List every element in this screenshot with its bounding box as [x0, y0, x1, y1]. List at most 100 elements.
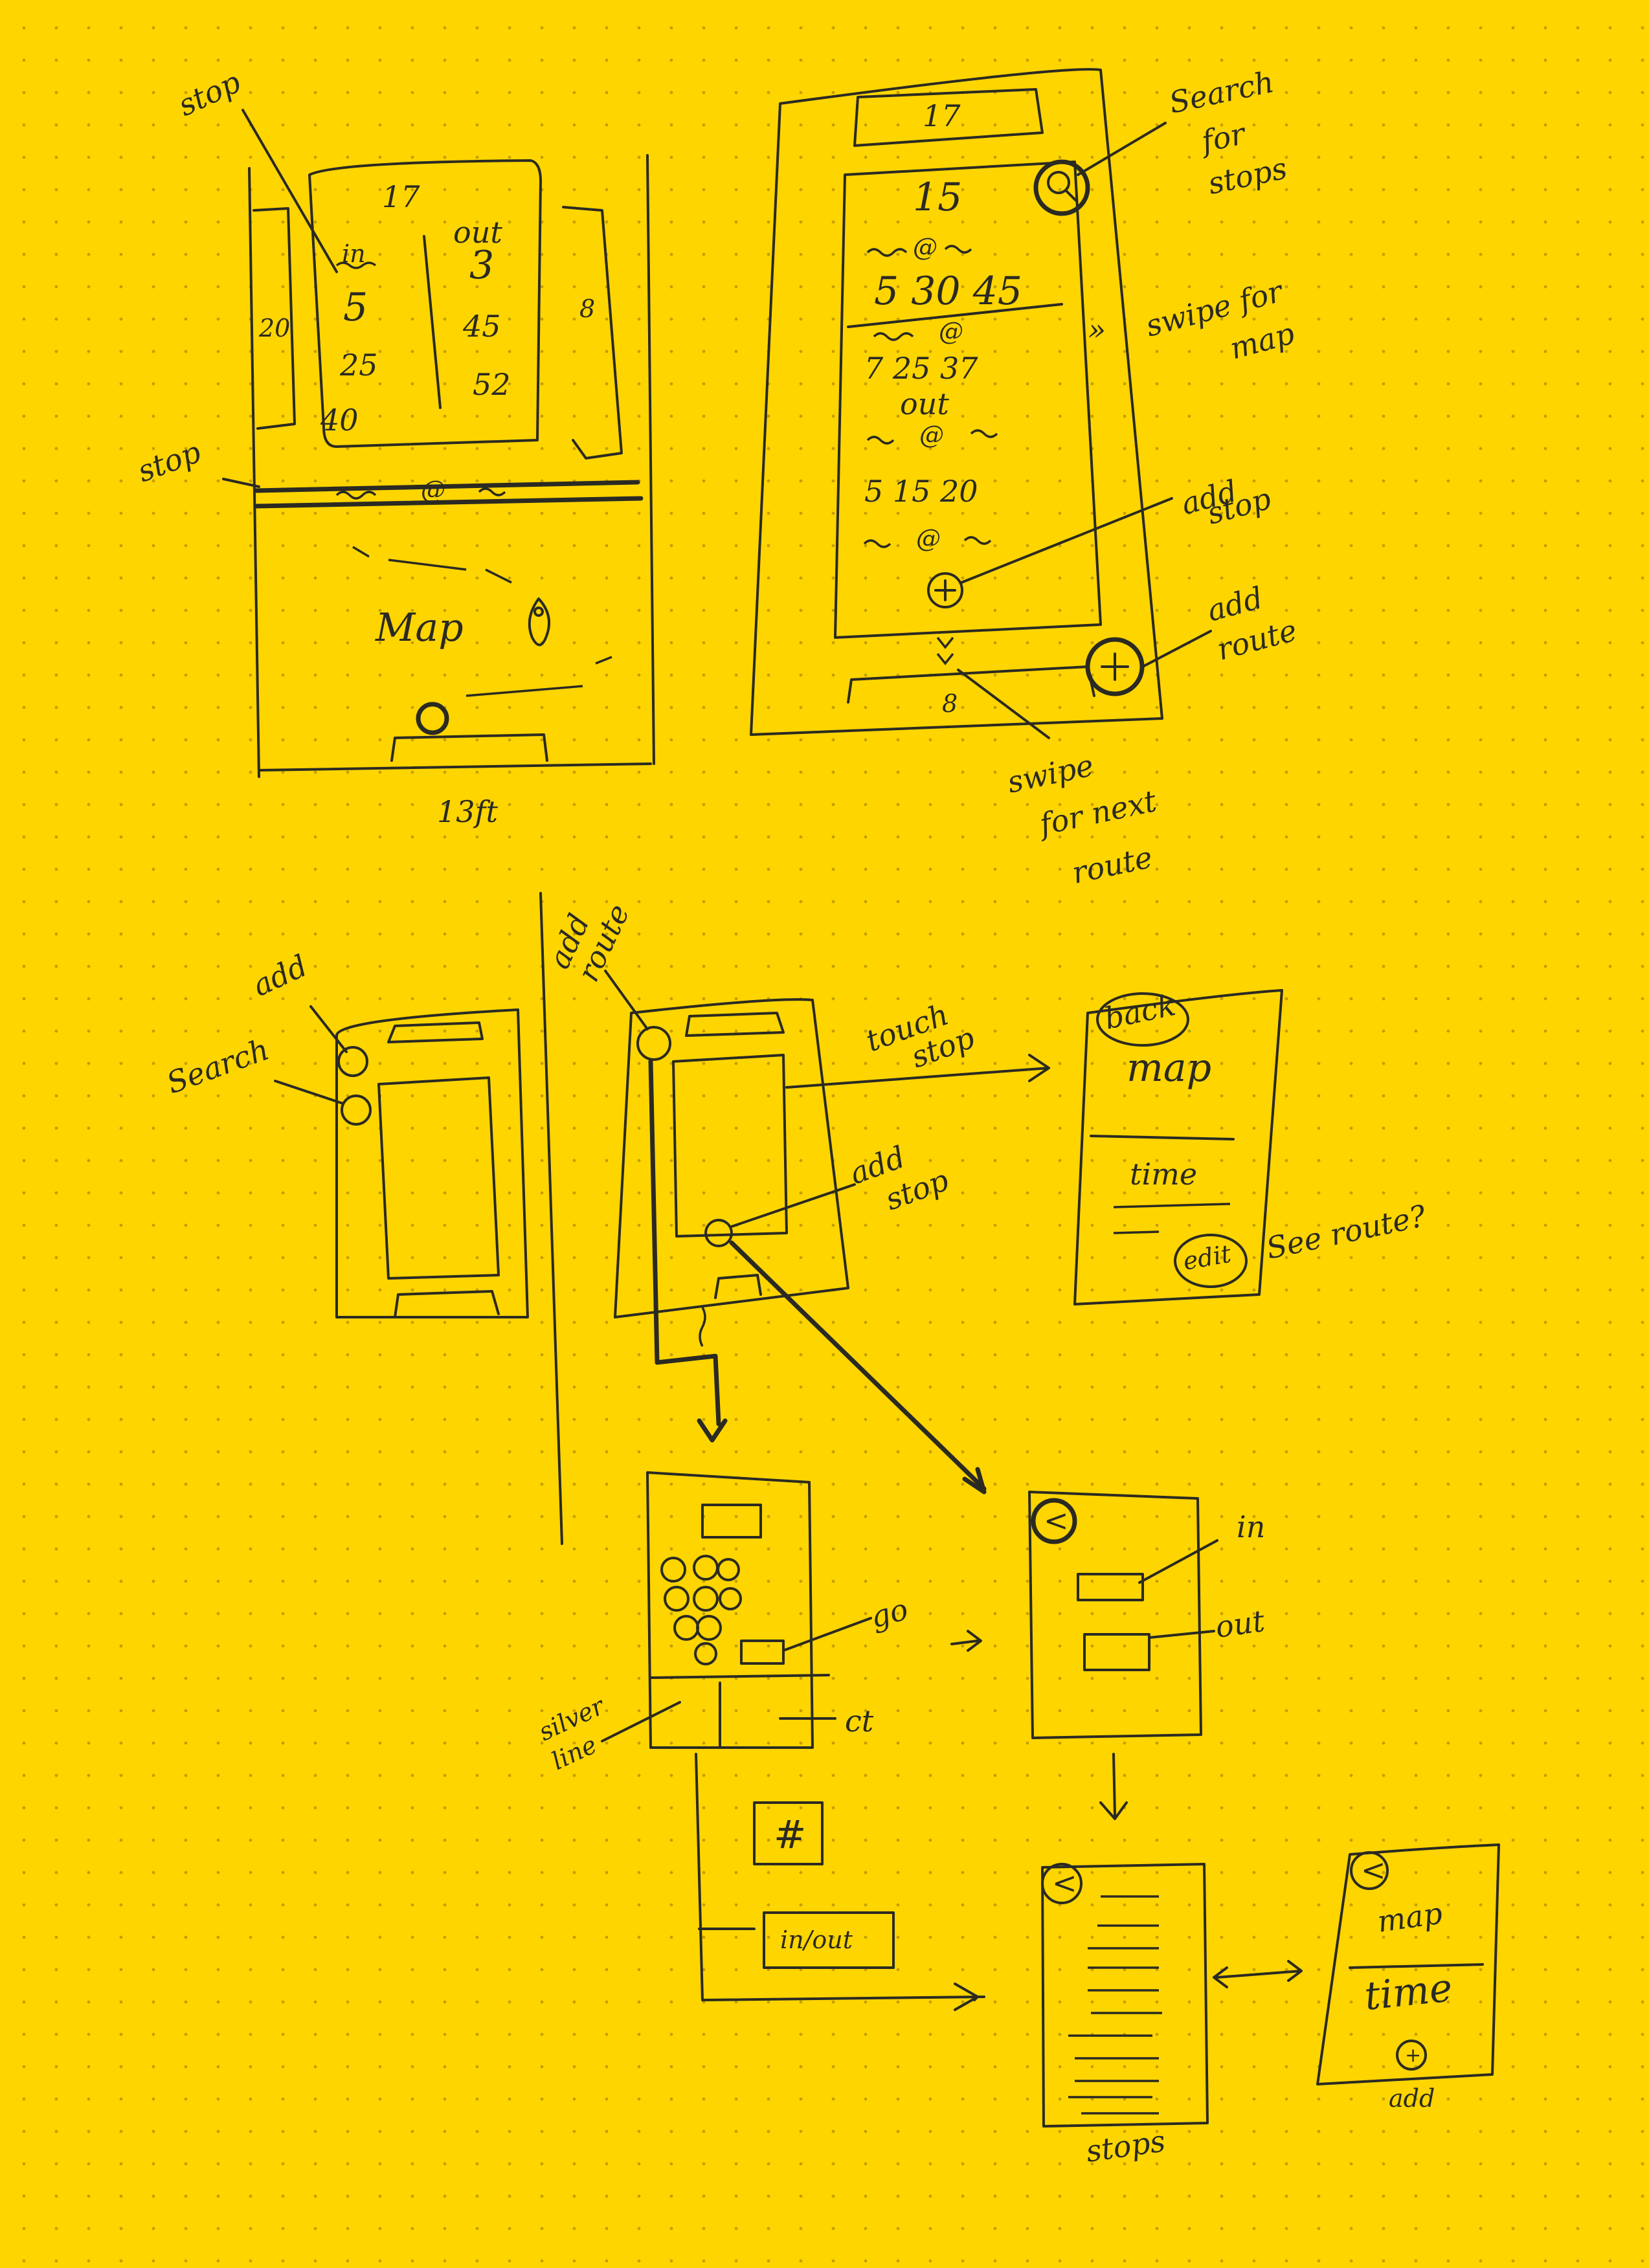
add-stop-callout [961, 498, 1172, 583]
stem-scribble [700, 1307, 705, 1346]
row3-times: 5 15 20 [864, 474, 978, 509]
back-glyph: < [1052, 1865, 1077, 1900]
in-time-3: 40 [320, 403, 359, 438]
route-card [835, 162, 1101, 638]
stop-list-lines [1068, 1896, 1162, 2113]
callout-swipe-next-3: route [1069, 839, 1156, 891]
bottom-tab [715, 1275, 761, 1298]
route-dashes [353, 547, 511, 583]
search-callout [1078, 123, 1165, 175]
out-time-3: 52 [473, 367, 511, 402]
key-8[interactable] [697, 1616, 721, 1640]
left-route-number: 20 [258, 314, 290, 342]
key-1[interactable] [662, 1558, 685, 1581]
callout-search-3: stops [1205, 150, 1290, 201]
phone-frame [696, 1754, 984, 2000]
ct-label: ct [845, 1704, 874, 1739]
out-label: out [1213, 1603, 1267, 1645]
in-callout [1139, 1540, 1217, 1583]
row4-at: @ [916, 524, 941, 553]
label-search: Search [162, 1032, 273, 1101]
add-stop-plus [936, 581, 955, 600]
hash-label: # [774, 1812, 806, 1858]
top-route-number: 17 [382, 179, 420, 214]
bidirectional-arrow [1214, 1961, 1301, 1987]
callout-swipe-map-2: map [1226, 315, 1298, 366]
add-route-callout [1143, 631, 1211, 667]
map-time-divider [1091, 1136, 1233, 1139]
out-button[interactable] [1084, 1634, 1149, 1670]
key-4[interactable] [665, 1587, 688, 1610]
time-label: time [1362, 1965, 1454, 2019]
bottom-tab [392, 735, 547, 761]
go-label: go [867, 1592, 912, 1635]
back-label: back [1101, 987, 1178, 1036]
flow-line-down [651, 1062, 725, 1440]
content-card [379, 1078, 499, 1278]
add-stop-button[interactable] [706, 1220, 732, 1246]
add-route-plus [1102, 654, 1128, 680]
card-header: 15 [913, 175, 962, 220]
sketch-flow-phone: add route touch stop add stop [541, 899, 1049, 1492]
search-icon-handle [1066, 190, 1076, 201]
row2-at: @ [939, 317, 963, 346]
time-lines [1114, 1204, 1230, 1233]
sketch-direction-select: < in out [1029, 1492, 1267, 1819]
stop-annotation-top: stop [173, 64, 246, 123]
keypad-divider [651, 1675, 829, 1678]
map-label: map [1127, 1045, 1211, 1091]
out-time-2: 45 [462, 309, 501, 344]
location-button[interactable] [418, 704, 447, 733]
key-7[interactable] [675, 1616, 698, 1640]
search-callout [275, 1081, 343, 1104]
sketch-stops-list: < stops [1042, 1864, 1301, 2169]
display-field [702, 1505, 761, 1537]
top-tab [388, 1023, 482, 1042]
in-time-2: 25 [339, 348, 378, 383]
sketch-keypad: go silver line ct [534, 1473, 981, 1775]
back-glyph: < [1361, 1852, 1386, 1887]
phone-frame [249, 155, 654, 777]
see-route-note: See route? [1263, 1198, 1429, 1266]
next-route-callout [958, 670, 1049, 738]
row3-at: @ [919, 421, 944, 449]
key-5[interactable] [694, 1587, 717, 1610]
key-2[interactable] [694, 1556, 717, 1579]
row2-times: 7 25 37 [864, 351, 978, 386]
sketch-number-entry: # in/out [696, 1754, 984, 2010]
key-6[interactable] [720, 1588, 741, 1609]
phone-frame [615, 999, 848, 1317]
right-route-number: 8 [579, 295, 595, 323]
section-divider [541, 893, 562, 1544]
map-trail [466, 657, 612, 696]
search-stops-button[interactable] [1036, 162, 1088, 214]
sketch-home-map: 17 in out 5 25 40 3 45 52 20 8 stop stop… [133, 64, 654, 829]
bottom-tab [395, 1291, 499, 1317]
go-button[interactable] [741, 1641, 783, 1663]
callout-search-1: Search [1166, 64, 1277, 120]
sketch-small-phone: add Search [162, 948, 528, 1317]
go-arrow [952, 1631, 981, 1651]
card-divider [424, 236, 440, 408]
scribble-2 [874, 333, 913, 340]
search-button[interactable] [342, 1096, 370, 1124]
key-9[interactable] [695, 1643, 716, 1664]
footer-distance: 13ft [437, 794, 499, 829]
stop-annotation-left: stop [133, 434, 205, 489]
bottom-tab [848, 667, 1094, 702]
sketch-add-stop: < map time + add [1318, 1845, 1499, 2113]
map-time-divider [1350, 1964, 1483, 1968]
key-3[interactable] [718, 1559, 739, 1580]
callout-swipe-next-2: for next [1035, 783, 1160, 843]
down-chevron [937, 638, 953, 663]
phone-frame [1075, 990, 1282, 1304]
out-callout [1149, 1631, 1214, 1638]
add-button[interactable] [339, 1047, 367, 1076]
add-callout [311, 1006, 346, 1052]
map-label: Map [375, 605, 464, 650]
map-label: map [1375, 1895, 1444, 1939]
in-button[interactable] [1078, 1574, 1143, 1600]
sketch-route-detail: 17 15 @ 5 30 45 @ 7 25 37 out @ 5 15 20 … [751, 64, 1301, 891]
add-route-button[interactable] [638, 1027, 670, 1060]
